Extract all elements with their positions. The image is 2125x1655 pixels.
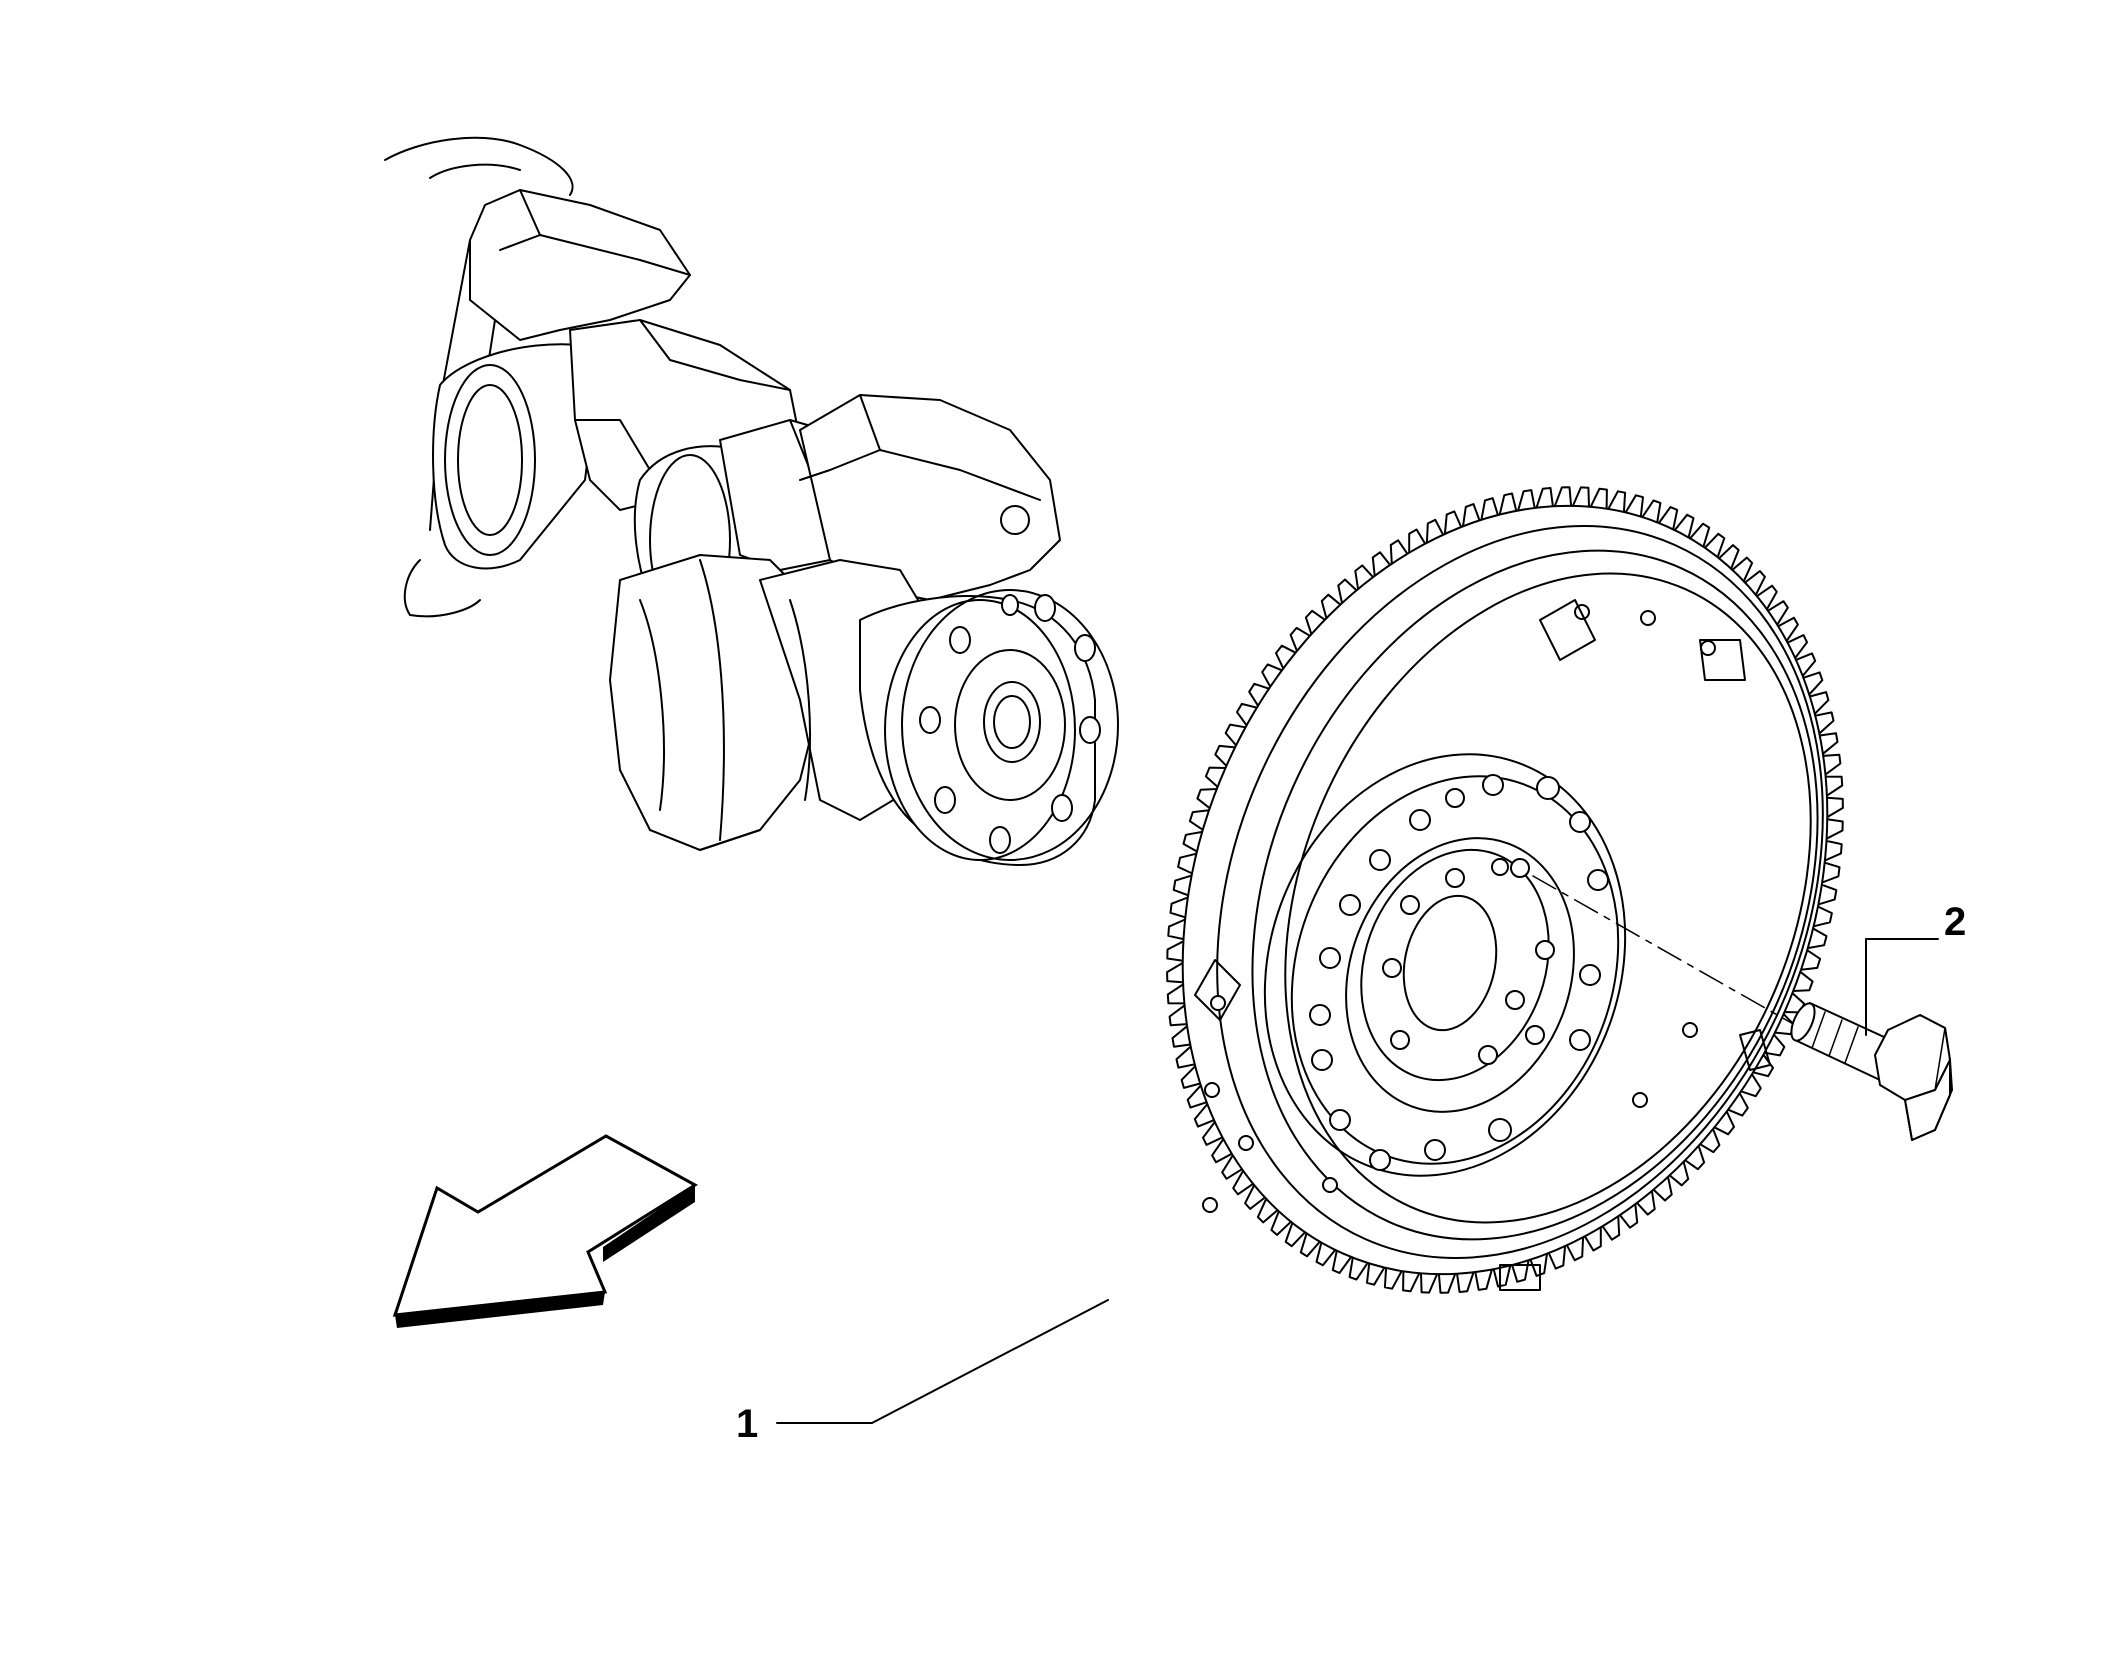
- flywheel-bolt: [1790, 1002, 1953, 1141]
- flywheel: [1166, 486, 1844, 1294]
- leader-line-2: [1865, 938, 1939, 1036]
- callout-number-2: 2: [1944, 900, 1966, 944]
- leader-lines: [776, 938, 1939, 1424]
- crankshaft: [384, 136, 1119, 866]
- hub-holes: [1309, 774, 1609, 1171]
- callout-number-1: 1: [736, 1402, 758, 1446]
- leader-line-1: [776, 1299, 1109, 1424]
- direction-arrow-icon: [392, 1134, 698, 1328]
- bolt-centerline: [1532, 875, 1796, 1026]
